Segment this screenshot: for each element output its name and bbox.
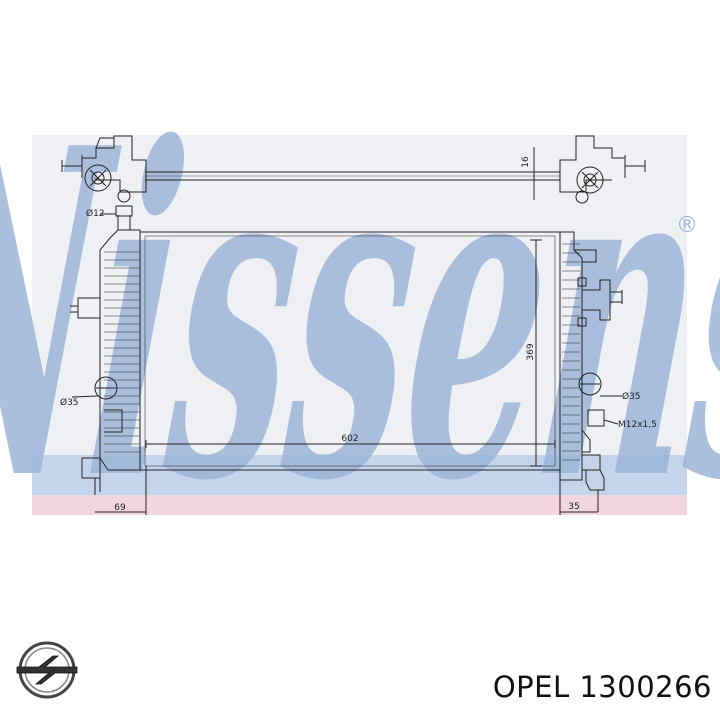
pink-band [32, 495, 687, 515]
dim-core-height: 369 [526, 343, 536, 360]
dim-left-port: Ø35 [60, 397, 79, 408]
dim-drain-thread: M12x1,5 [618, 420, 657, 430]
opel-logo-icon [16, 641, 78, 699]
dim-top-tube: 16 [521, 156, 531, 168]
dim-right-offset: 35 [568, 502, 579, 512]
dim-left-offset: 69 [114, 503, 126, 513]
dim-core-width: 602 [341, 434, 358, 444]
blue-band [32, 455, 687, 495]
part-caption: OPEL 1300266 [493, 670, 712, 704]
nissens-watermark: Nissens [0, 51, 720, 579]
registered-mark: ® [676, 213, 698, 238]
dim-right-port: Ø35 [622, 391, 641, 402]
dim-left-inlet: Ø12 [86, 208, 105, 219]
